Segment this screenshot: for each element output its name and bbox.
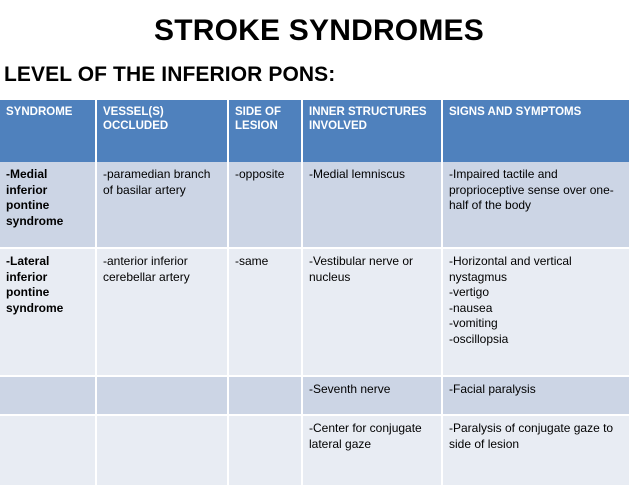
slide-subtitle: LEVEL OF THE INFERIOR PONS: <box>4 63 336 86</box>
cell-syndrome <box>0 415 97 487</box>
table-row: -Seventh nerve -Facial paralysis <box>0 376 629 416</box>
cell-syndrome: -Lateral inferior pontine syndrome <box>0 248 97 377</box>
table-header-row: SYNDROME VESSEL(S) OCCLUDED SIDE OF LESI… <box>0 100 629 162</box>
cell-structures: -Vestibular nerve or nucleus <box>302 248 443 377</box>
table-row: -Medial inferior pontine syndrome -param… <box>0 162 629 249</box>
cell-signs: -Impaired tactile and proprioceptive sen… <box>442 162 629 249</box>
stroke-syndromes-table-container: SYNDROME VESSEL(S) OCCLUDED SIDE OF LESI… <box>0 100 629 487</box>
page-title: STROKE SYNDROMES <box>154 14 484 47</box>
cell-structures: -Center for conjugate lateral gaze <box>302 415 443 487</box>
cell-vessels <box>96 415 229 487</box>
cell-syndrome <box>0 376 97 416</box>
cell-vessels: -paramedian branch of basilar artery <box>96 162 229 249</box>
cell-vessels: -anterior inferior cerebellar artery <box>96 248 229 377</box>
column-header-side: SIDE OF LESION <box>228 100 303 162</box>
cell-side <box>228 415 303 487</box>
cell-side: -same <box>228 248 303 377</box>
cell-syndrome: -Medial inferior pontine syndrome <box>0 162 97 249</box>
cell-signs: -Horizontal and vertical nystagmus -vert… <box>442 248 629 377</box>
cell-vessels <box>96 376 229 416</box>
cell-structures: -Seventh nerve <box>302 376 443 416</box>
stroke-syndromes-table: SYNDROME VESSEL(S) OCCLUDED SIDE OF LESI… <box>0 100 629 487</box>
cell-side: -opposite <box>228 162 303 249</box>
column-header-syndrome: SYNDROME <box>0 100 97 162</box>
column-header-signs: SIGNS AND SYMPTOMS <box>442 100 629 162</box>
table-row: -Lateral inferior pontine syndrome -ante… <box>0 248 629 377</box>
cell-signs: -Paralysis of conjugate gaze to side of … <box>442 415 629 487</box>
cell-signs: -Facial paralysis <box>442 376 629 416</box>
table-row: -Center for conjugate lateral gaze -Para… <box>0 415 629 487</box>
cell-structures: -Medial lemniscus <box>302 162 443 249</box>
column-header-vessels: VESSEL(S) OCCLUDED <box>96 100 229 162</box>
cell-side <box>228 376 303 416</box>
column-header-structures: INNER STRUCTURES INVOLVED <box>302 100 443 162</box>
